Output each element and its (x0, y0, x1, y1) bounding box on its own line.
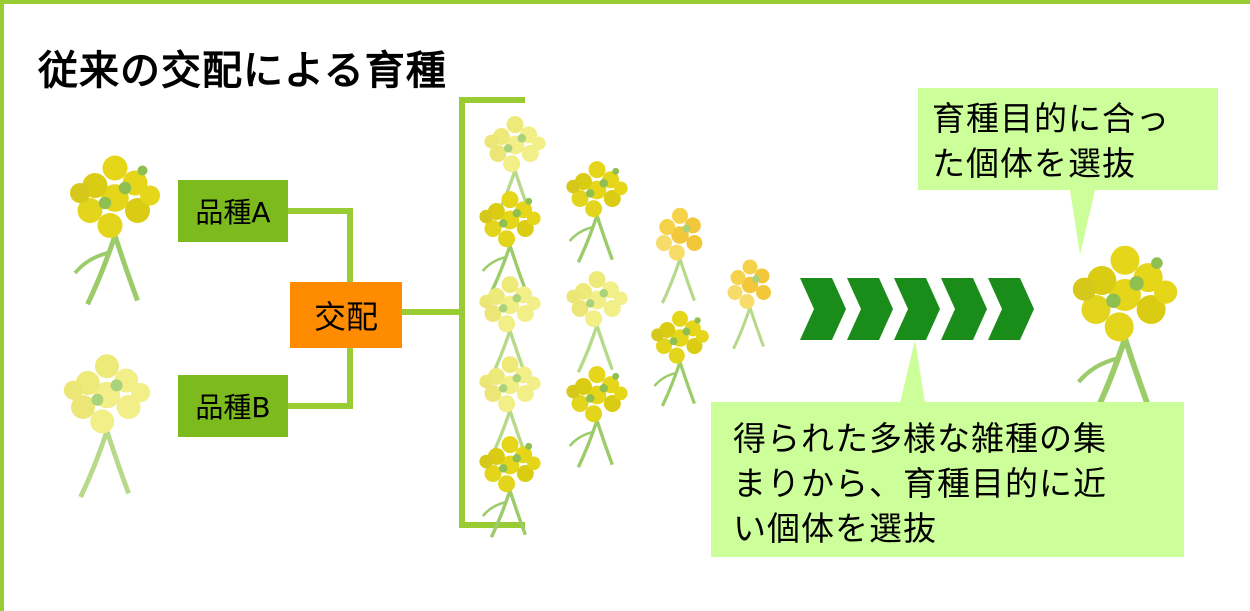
chevron-arrow-icon (894, 278, 940, 340)
hybrid-selection-callout: 得られた多様な雑種の集 まりから、育種目的に近 い個体を選抜 (711, 402, 1184, 557)
parent-a-label: 品種A (178, 180, 288, 242)
offspring-flower-icon (649, 309, 711, 408)
diagram-title: 従来の交配による育種 (38, 48, 447, 94)
offspring-flower-icon (564, 269, 630, 374)
cross-label: 交配 (290, 282, 402, 348)
parent-a-flower-icon (70, 156, 160, 305)
offspring-flower-icon (726, 258, 773, 351)
offspring-flower-icon (564, 159, 630, 264)
callout-bottom-tail (900, 340, 925, 403)
selection-goal-callout: 育種目的に合っ た個体を選抜 (918, 88, 1218, 190)
callout-line: い個体を選抜 (733, 509, 937, 548)
selection-arrows (800, 278, 1034, 340)
parent-b-label: 品種B (178, 375, 288, 437)
parent-b-flower-icon (64, 354, 150, 497)
callout-line: 得られた多様な雑種の集 (733, 419, 1107, 458)
chevron-arrow-icon (988, 278, 1034, 340)
offspring-flower-icon (564, 364, 630, 469)
offspring-flower-icon (654, 206, 705, 305)
callout-line: 育種目的に合っ (932, 99, 1170, 138)
chevron-arrow-icon (847, 278, 893, 340)
cross-connector-lines (288, 97, 525, 528)
callout-line: た個体を選抜 (932, 144, 1136, 183)
chevron-arrow-icon (800, 278, 846, 340)
selected-flower-icon (1073, 246, 1177, 419)
chevron-arrow-icon (941, 278, 987, 340)
callout-line: まりから、育種目的に近 (733, 464, 1107, 503)
callout-top-tail (1070, 190, 1095, 255)
